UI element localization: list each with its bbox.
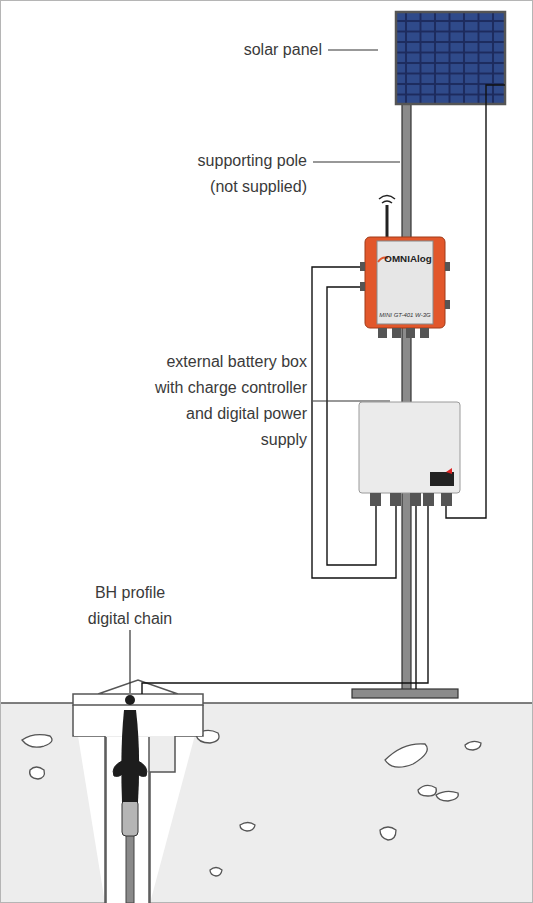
solar-panel	[396, 12, 505, 104]
antenna	[386, 205, 389, 237]
logger-model: MINI GT-401 W-3G	[377, 312, 433, 318]
chain-sensor	[121, 710, 139, 802]
brand-mark	[446, 468, 452, 474]
chain-leader	[129, 630, 130, 693]
battery-box	[359, 402, 460, 493]
pole-base	[352, 689, 458, 698]
battery-glands	[370, 493, 452, 506]
chain-rod	[126, 835, 134, 903]
borehole	[73, 705, 203, 903]
logger-glands	[360, 262, 450, 338]
pit-fill	[74, 704, 202, 736]
borehole-cap	[73, 680, 203, 705]
logger-brand: OMNIAlog	[377, 253, 433, 264]
part-label: external battery box with charge control…	[149, 349, 307, 453]
logger-housing	[365, 237, 445, 328]
brand-plate	[430, 472, 454, 486]
wifi-symbol	[379, 196, 395, 204]
chain-joint	[122, 800, 138, 836]
pole	[402, 104, 411, 690]
leader-lines	[313, 50, 400, 401]
data-logger: OMNIAlogMINI GT-401 W-3G	[377, 241, 433, 324]
chain-top	[125, 695, 135, 705]
part-label: solar panel	[200, 37, 322, 63]
chain-centraliser	[113, 760, 147, 776]
logger-lid	[377, 241, 433, 324]
ground	[1, 703, 532, 902]
part-label: supporting pole (not supplied)	[175, 148, 307, 200]
wires	[142, 85, 505, 694]
part-label: BH profile digital chain	[76, 580, 184, 632]
